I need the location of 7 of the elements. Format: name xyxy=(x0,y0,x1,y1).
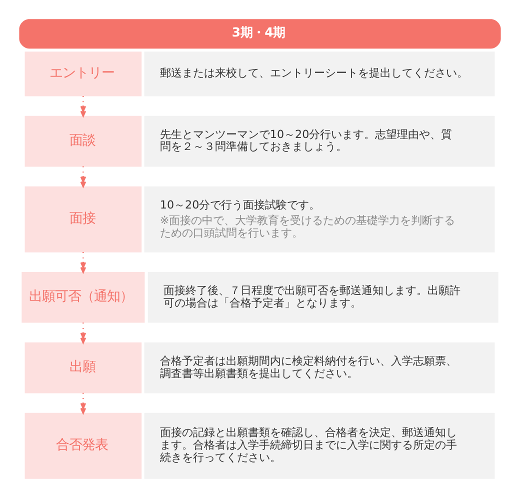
node-box: 面談 xyxy=(24,115,142,166)
node-box: 面接 xyxy=(24,186,142,252)
node-box: 出願可否（通知） xyxy=(22,271,145,322)
node-box: エントリー xyxy=(24,51,142,96)
node-box: 出願 xyxy=(24,342,142,393)
node-box: 合否発表 xyxy=(24,412,142,478)
diagram-title: 3期・4期 xyxy=(232,24,286,40)
